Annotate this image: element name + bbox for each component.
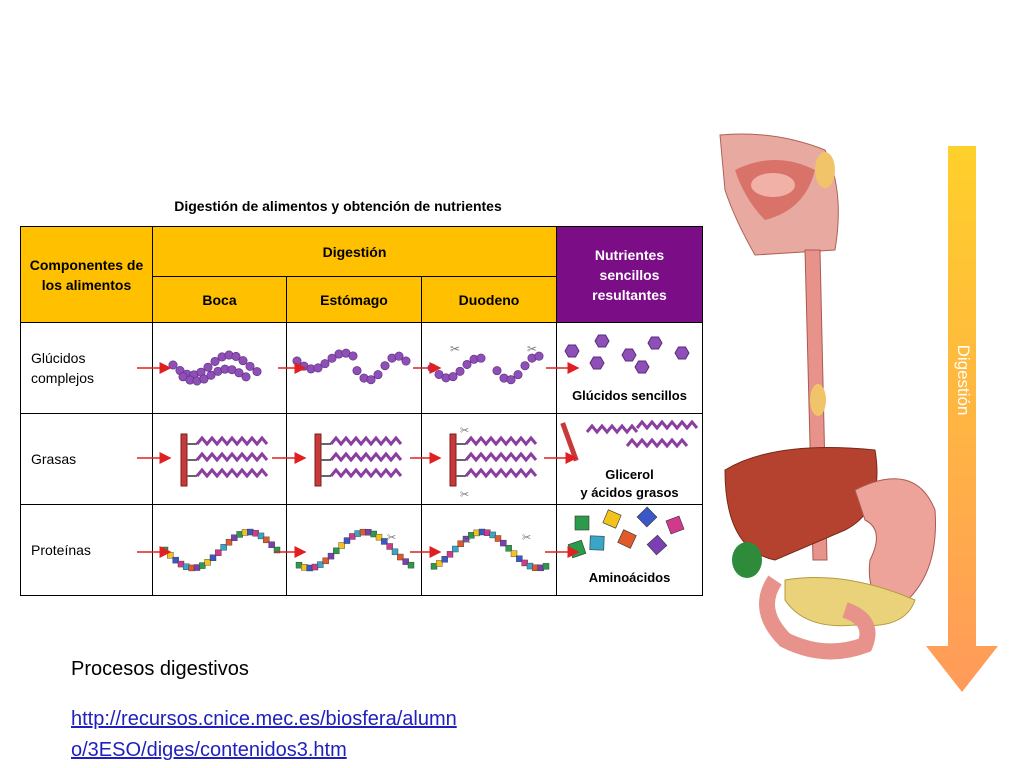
header-estomago: Estómago xyxy=(286,276,422,323)
svg-text:✂: ✂ xyxy=(387,532,396,544)
cell-proteinas-duodeno: ✂✂ xyxy=(421,504,557,596)
row-label-grasas: Grasas xyxy=(20,413,153,505)
result-proteinas: Aminoácidos xyxy=(588,570,671,585)
cell-grasas-boca xyxy=(152,413,287,505)
triglyceride-icon xyxy=(180,433,269,487)
protein-chain-icon xyxy=(161,528,281,572)
svg-text:✂: ✂ xyxy=(527,342,537,356)
header-duodeno: Duodeno xyxy=(421,276,557,323)
digestion-table: Componentes de los alimentos Digestión N… xyxy=(20,226,703,596)
svg-text:✂: ✂ xyxy=(462,536,471,548)
flow-arrows xyxy=(137,362,580,558)
glucid-monomers-icon xyxy=(564,334,690,374)
row-grasas: Grasas ✂✂ Glicerol y ácidos grasos xyxy=(20,413,703,505)
protein-chain-icon: ✂ xyxy=(295,528,415,572)
protein-chain-cut-icon: ✂✂ xyxy=(430,528,550,572)
digestion-arrow-label: Digestión xyxy=(954,344,973,416)
cell-grasas-result: Glicerol y ácidos grasos xyxy=(556,413,703,505)
svg-text:✂: ✂ xyxy=(460,425,469,437)
row-proteinas: Proteínas ✂ ✂✂ Aminoácidos xyxy=(20,504,703,596)
glycerol-fatty-acids-icon xyxy=(560,419,699,462)
cell-grasas-duodeno: ✂✂ xyxy=(421,413,557,505)
digestion-arrow xyxy=(926,146,998,692)
triglyceride-icon xyxy=(314,433,403,487)
amino-acids-icon xyxy=(567,506,685,559)
result-grasas: Glicerol y ácidos grasos xyxy=(580,467,679,500)
svg-text:✂: ✂ xyxy=(450,342,460,356)
source-link[interactable]: http://recursos.cnice.mec.es/biosfera/al… xyxy=(71,708,457,761)
cell-glucidos-boca xyxy=(152,322,287,414)
cell-grasas-estomago xyxy=(286,413,422,505)
table-title: Digestión de alimentos y obtención de nu… xyxy=(174,198,502,214)
header-boca: Boca xyxy=(152,276,287,323)
row-label-proteinas: Proteínas xyxy=(20,504,153,596)
svg-text:✂: ✂ xyxy=(522,532,531,544)
cell-proteinas-result: Aminoácidos xyxy=(556,504,703,596)
svg-text:✂: ✂ xyxy=(460,489,469,501)
cell-proteinas-boca xyxy=(152,504,287,596)
triglyceride-cut-icon: ✂✂ xyxy=(449,425,538,501)
header-digestion: Digestión xyxy=(152,226,557,277)
digestive-system-illustration xyxy=(719,133,936,660)
header-nutrients: Nutrientes sencillos resultantes xyxy=(556,226,703,323)
caption: Procesos digestivos xyxy=(71,658,249,680)
result-glucidos: Glúcidos sencillos xyxy=(572,388,687,403)
